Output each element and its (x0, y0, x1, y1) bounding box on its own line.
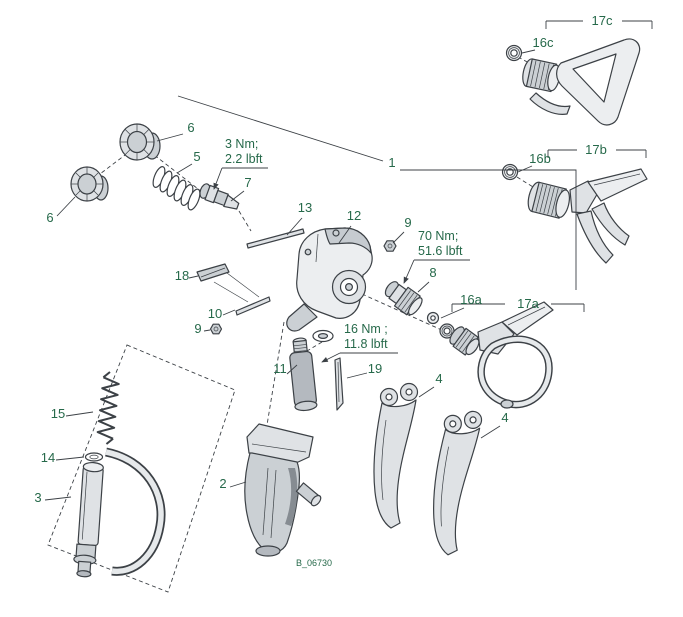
callout-15: 15 (51, 406, 65, 421)
part-17c-tip-assembly (522, 38, 641, 126)
callout-18: 18 (175, 268, 189, 283)
torque-3nm-line1: 3 Nm; (225, 137, 258, 151)
callout-labels: 6 5 6 7 13 12 1 9 8 16a 17a 16b 17b 16c … (34, 13, 613, 505)
callout-8: 8 (429, 265, 436, 280)
part-3-hanger-hook (104, 447, 166, 576)
part-15-spring (96, 371, 120, 445)
callout-16b: 16b (529, 151, 551, 166)
callout-17b: 17b (585, 142, 607, 157)
callout-6-left: 6 (46, 210, 53, 225)
gasket-ring (312, 329, 334, 343)
callout-16c: 16c (533, 35, 554, 50)
part-18-wedge (196, 263, 260, 303)
part-4-trigger-b (430, 408, 483, 557)
bracket-17a (451, 303, 585, 312)
callout-7: 7 (244, 175, 251, 190)
part-11-filter (289, 337, 318, 412)
part-3-tube (73, 461, 104, 578)
callout-16a: 16a (460, 292, 482, 307)
callout-3: 3 (34, 490, 41, 505)
part-4-trigger-a (373, 382, 419, 529)
callout-12: 12 (347, 208, 361, 223)
callout-19: 19 (368, 361, 382, 376)
callout-13: 13 (298, 200, 312, 215)
callout-9-top: 9 (404, 215, 411, 230)
part-19-needle (334, 357, 344, 411)
bracket-17c (545, 20, 653, 29)
part-17a-guard-assembly (449, 301, 554, 409)
part-14-o-ring (84, 452, 104, 462)
callout-4-a: 4 (435, 371, 442, 386)
part-6-cap-a (119, 123, 161, 161)
part-2-handle (244, 423, 322, 557)
leader-lines (44, 49, 577, 501)
part-9-nut-top (383, 240, 397, 252)
part-12-gun-head (286, 227, 373, 332)
torque-70nm-line2: 51.6 lbft (418, 244, 463, 258)
part-7-valve (199, 183, 240, 210)
part-8-fitting (384, 281, 423, 316)
drawing-code: B_06730 (296, 558, 332, 568)
bracket-17b (547, 149, 647, 158)
part-6-cap-b (70, 166, 109, 202)
part-13-rod (246, 228, 305, 249)
part-17b-nozzle-assembly (527, 168, 648, 264)
torque-note-3nm: 3 Nm; 2.2 lbft (213, 137, 268, 190)
torque-70nm-line1: 70 Nm; (418, 229, 458, 243)
part-16a-washers (426, 311, 455, 339)
callout-17c: 17c (592, 13, 613, 28)
callout-4-b: 4 (501, 410, 508, 425)
torque-3nm-line2: 2.2 lbft (225, 152, 263, 166)
part-5-spring (152, 166, 201, 211)
torque-note-70nm: 70 Nm; 51.6 lbft (403, 229, 470, 284)
callout-14: 14 (41, 450, 55, 465)
part-9-nut-left (209, 323, 223, 335)
callout-1: 1 (388, 155, 395, 170)
part-16b-washer (501, 163, 519, 181)
callout-6-top: 6 (187, 120, 194, 135)
callout-17a: 17a (517, 296, 539, 311)
torque-16nm-line2: 11.8 lbft (344, 337, 388, 351)
callout-5: 5 (193, 149, 200, 164)
callout-10: 10 (208, 306, 222, 321)
torque-16nm-line1: 16 Nm ; (344, 322, 388, 336)
part-10-pin (235, 296, 271, 316)
torque-note-16nm: 16 Nm ; 11.8 lbft (321, 322, 398, 363)
callout-11: 11 (273, 361, 287, 376)
part-16c-washer (505, 44, 523, 62)
callout-9-left: 9 (194, 321, 201, 336)
dashed-group-outline (47, 344, 236, 593)
callout-2: 2 (219, 476, 226, 491)
